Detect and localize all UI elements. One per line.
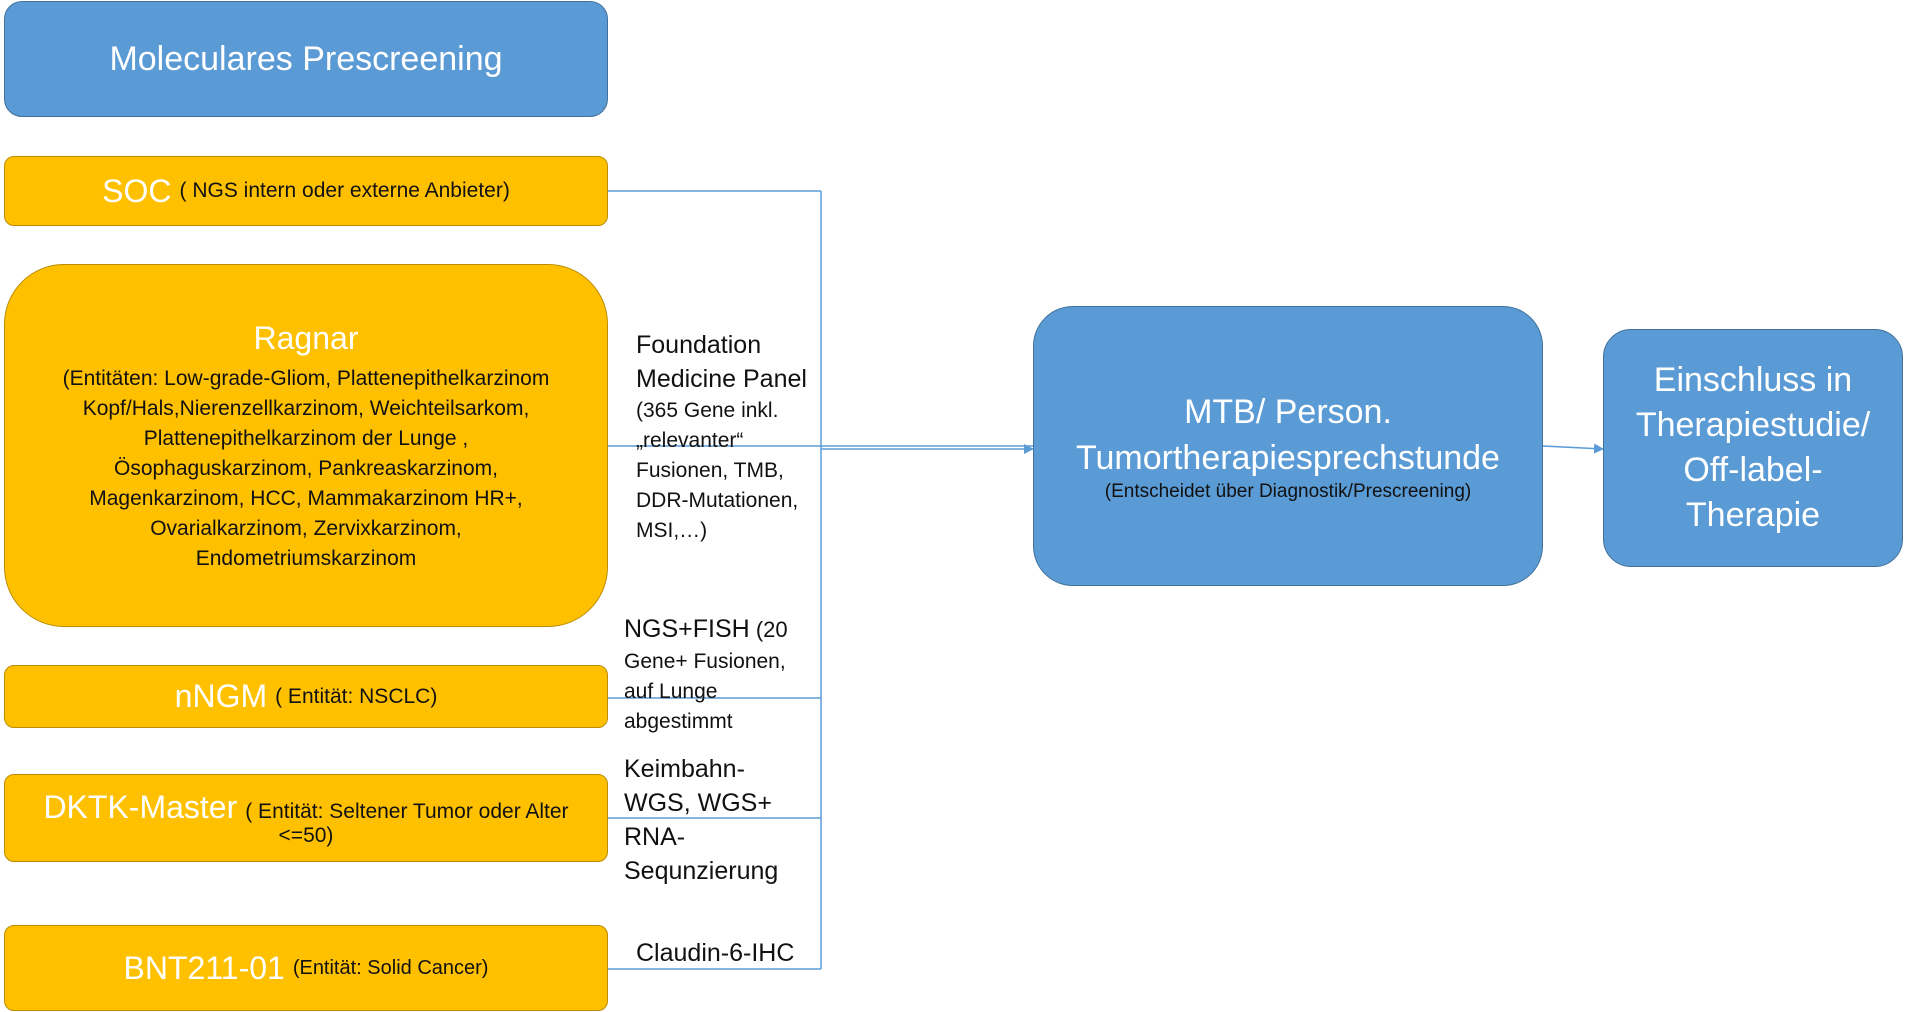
outcome-line: Off-label-	[1683, 451, 1823, 489]
ragnar-detail-line: Kopf/Hals,Nierenzellkarzinom, Weichteils…	[82, 396, 530, 420]
note-ngs-fish-first: NGS+FISH (20	[624, 612, 788, 647]
bnt-detail: (Entität: Solid Cancer)	[292, 956, 489, 979]
note-claudin-text: Claudin-6-IHC	[636, 939, 795, 967]
dktk-detail-cont: <=50)	[278, 823, 334, 847]
note-ngs-fish-detail: abgestimmt	[624, 710, 733, 733]
ragnar-detail-line: Endometriumskarzinom	[195, 546, 417, 570]
bnt-name: BNT211-01	[123, 949, 285, 986]
ragnar-detail-line: Magenkarzinom, HCC, Mammakarzinom HR+,	[89, 486, 523, 510]
header-box: Moleculares Prescreening	[4, 1, 608, 117]
ragnar-name: Ragnar	[253, 319, 359, 356]
note-foundation-line: Foundation	[636, 331, 762, 359]
soc-detail: ( NGS intern oder externe Anbieter)	[179, 179, 510, 202]
ragnar-detail-line: (Entitäten: Low-grade-Gliom, Plattenepit…	[62, 366, 550, 390]
note-foundation-detail: (365 Gene inkl.	[636, 399, 779, 422]
outcome-box: Einschluss in Therapiestudie/ Off-label-…	[1603, 329, 1903, 567]
note-claudin: Claudin-6-IHC	[636, 936, 794, 970]
bnt-box: BNT211-01 (Entität: Solid Cancer)	[4, 925, 608, 1011]
nngm-name: nNGM	[174, 678, 268, 714]
ragnar-box: Ragnar (Entitäten: Low-grade-Gliom, Plat…	[4, 264, 608, 627]
nngm-detail: ( Entität: NSCLC)	[275, 684, 438, 708]
note-keimbahn: Keimbahn- WGS, WGS+ RNA- Sequnzierung	[624, 752, 778, 888]
dktk-name: DKTK-Master	[43, 788, 238, 825]
note-foundation: Foundation Medicine Panel (365 Gene inkl…	[636, 328, 807, 546]
connector-mtb-to-outcome	[1542, 443, 1604, 454]
note-keimbahn-line: Sequnzierung	[624, 857, 779, 885]
mtb-line2: Tumortherapiesprechstunde	[1076, 439, 1500, 477]
nngm-box: nNGM ( Entität: NSCLC)	[4, 665, 608, 728]
note-foundation-detail: DDR-Mutationen,	[636, 489, 799, 512]
note-foundation-detail: „relevanter“	[636, 429, 744, 452]
mtb-detail: (Entscheidet über Diagnostik/Prescreenin…	[1104, 481, 1472, 502]
ragnar-detail-line: Plattenepithelkarzinom der Lunge ,	[143, 426, 469, 450]
note-keimbahn-line: RNA-	[624, 823, 686, 851]
mtb-box: MTB/ Person. Tumortherapiesprechstunde (…	[1033, 306, 1543, 586]
ragnar-detail-line: Ösophaguskarzinom, Pankreaskarzinom,	[113, 456, 498, 480]
note-foundation-line: Medicine Panel	[636, 365, 807, 393]
ragnar-detail-line: Ovarialkarzinom, Zervixkarzinom,	[150, 516, 462, 540]
note-foundation-detail: MSI,…)	[636, 519, 708, 542]
note-ngs-fish-detail: auf Lunge	[624, 680, 718, 703]
dktk-first-row: DKTK-Master ( Entität: Seltener Tumor od…	[43, 789, 568, 826]
note-ngs-fish-tail: (20	[749, 617, 788, 642]
dktk-detail: ( Entität: Seltener Tumor oder Alter	[245, 799, 569, 823]
note-ngs-fish: NGS+FISH (20 Gene+ Fusionen, auf Lunge a…	[624, 612, 788, 737]
header-title: Moleculares Prescreening	[109, 39, 503, 78]
outcome-line: Therapiestudie/	[1635, 406, 1871, 444]
note-ngs-fish-title: NGS+FISH	[624, 615, 750, 643]
note-ngs-fish-detail: Gene+ Fusionen,	[624, 650, 786, 673]
outcome-line: Therapie	[1685, 496, 1821, 534]
note-keimbahn-line: Keimbahn-	[624, 755, 745, 783]
note-keimbahn-line: WGS, WGS+	[624, 789, 772, 817]
note-foundation-detail: Fusionen, TMB,	[636, 459, 784, 482]
outcome-line: Einschluss in	[1653, 361, 1853, 399]
soc-name: SOC	[102, 172, 172, 209]
soc-box: SOC ( NGS intern oder externe Anbieter)	[4, 156, 608, 226]
mtb-line1: MTB/ Person.	[1184, 393, 1392, 431]
dktk-box: DKTK-Master ( Entität: Seltener Tumor od…	[4, 774, 608, 862]
